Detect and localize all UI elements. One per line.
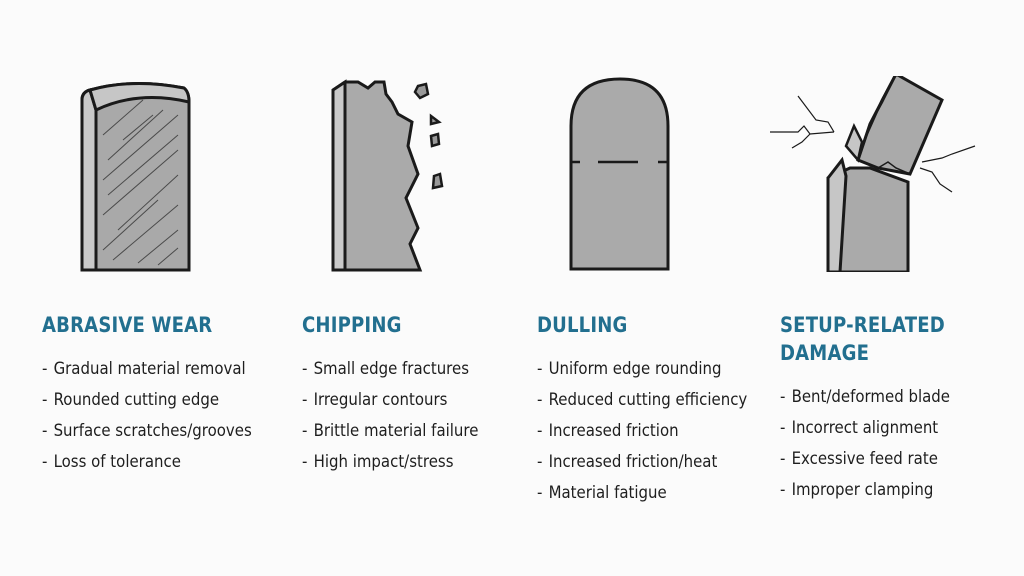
section-title: CHIPPING [302, 313, 402, 337]
list-item: -High impact/stress [302, 452, 454, 472]
section-title: SETUP-RELATED [780, 313, 945, 337]
list-item: -Irregular contours [302, 390, 448, 410]
chipping-blade-icon [331, 79, 444, 272]
section-title: DULLING [537, 313, 628, 337]
bullet-list: -Gradual material removal -Rounded cutti… [42, 354, 280, 478]
list-item: -Bent/deformed blade [780, 387, 950, 407]
bullet-list: -Small edge fractures -Irregular contour… [302, 354, 503, 478]
section-setup-related-damage: SETUP-RELATED DAMAGE -Bent/deformed blad… [780, 312, 973, 506]
list-item: -Incorrect alignment [780, 418, 939, 438]
section-title: ABRASIVE WEAR [42, 313, 213, 337]
section-dulling: DULLING -Uniform edge rounding -Reduced … [537, 312, 776, 509]
section-abrasive-wear: ABRASIVE WEAR -Gradual material removal … [42, 312, 280, 478]
bullet-list: -Uniform edge rounding -Reduced cutting … [537, 354, 776, 509]
list-item: -Small edge fractures [302, 359, 470, 379]
list-item: -Surface scratches/grooves [42, 421, 252, 441]
list-item: -Uniform edge rounding [537, 359, 722, 379]
section-title-line2: DAMAGE [780, 341, 870, 365]
list-item: -Gradual material removal [42, 359, 246, 379]
bullet-list: -Bent/deformed blade -Incorrect alignmen… [780, 382, 973, 506]
list-item: -Increased friction [537, 421, 679, 441]
list-item: -Excessive feed rate [780, 449, 938, 469]
list-item: -Loss of tolerance [42, 452, 181, 472]
list-item: -Rounded cutting edge [42, 390, 220, 410]
list-item: -Improper clamping [780, 480, 934, 500]
list-item: -Material fatigue [537, 483, 667, 503]
list-item: -Increased friction/heat [537, 452, 718, 472]
list-item: -Reduced cutting efficiency [537, 390, 748, 410]
list-item: -Brittle material failure [302, 421, 479, 441]
abrasive-wear-blade-icon [80, 82, 191, 272]
dulling-blade-icon [569, 77, 670, 271]
section-chipping: CHIPPING -Small edge fractures -Irregula… [302, 312, 503, 478]
setup-damage-blade-icon [770, 76, 976, 272]
